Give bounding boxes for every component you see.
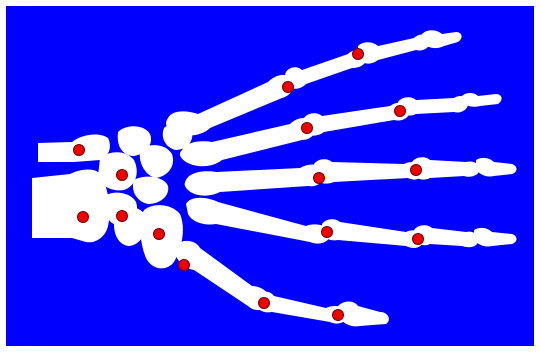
joint-marker bbox=[322, 227, 333, 238]
joint-marker bbox=[413, 234, 424, 245]
joint-marker bbox=[314, 173, 325, 184]
radius-bone bbox=[32, 170, 110, 243]
joint-marker bbox=[74, 145, 85, 156]
joint-marker bbox=[78, 212, 89, 223]
joint-marker bbox=[179, 260, 190, 271]
joint-marker bbox=[283, 82, 294, 93]
joint-marker bbox=[117, 211, 128, 222]
joint-marker bbox=[333, 310, 344, 321]
joint-marker bbox=[395, 106, 406, 117]
joint-marker bbox=[117, 170, 128, 181]
joint-marker bbox=[259, 298, 270, 309]
joint-marker bbox=[411, 165, 422, 176]
joint-marker bbox=[353, 49, 364, 60]
joint-marker bbox=[302, 123, 313, 134]
joint-marker bbox=[154, 229, 165, 240]
